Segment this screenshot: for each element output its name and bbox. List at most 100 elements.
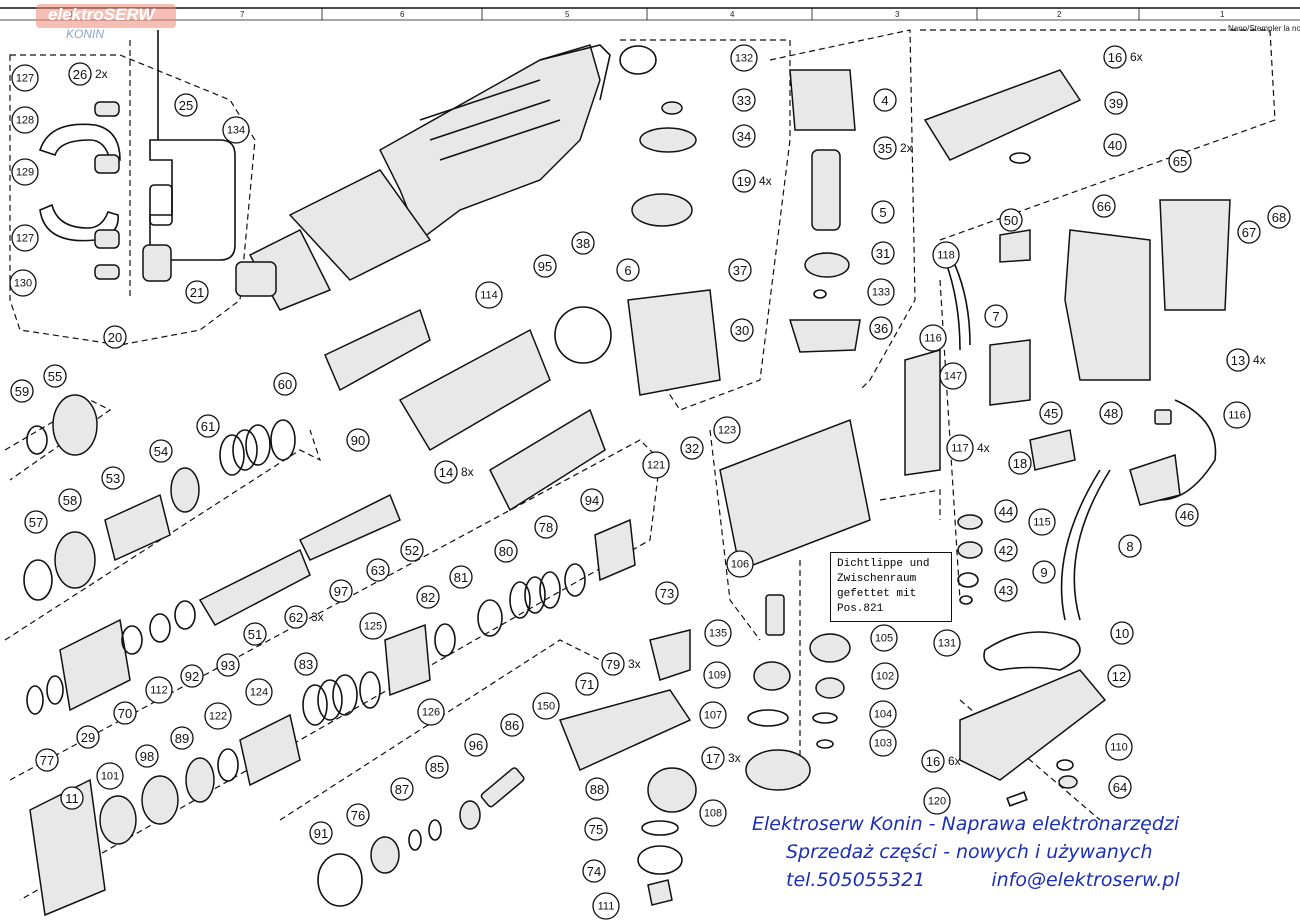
callout-number: 96 (469, 738, 483, 753)
callout-number: 57 (29, 515, 43, 530)
part-callout: 127 (11, 64, 39, 92)
callout-circle (1039, 401, 1063, 425)
callout-circle (103, 325, 127, 349)
callout-circle (869, 700, 897, 728)
callout-circle (939, 362, 967, 390)
part-callout: 89 (170, 726, 194, 750)
callout-circle (730, 318, 754, 342)
callout-circle (919, 324, 947, 352)
callout-number: 97 (334, 584, 348, 599)
callout-number: 90 (351, 433, 365, 448)
callout-circle (585, 777, 609, 801)
callout-number: 31 (876, 246, 890, 261)
part-callout: 122 (204, 702, 232, 730)
callout-number: 11 (65, 791, 79, 806)
callout-circle (101, 466, 125, 490)
callout-number: 10 (1115, 626, 1129, 641)
callout-number: 68 (1272, 210, 1286, 225)
part-callout: 65 (1168, 149, 1192, 173)
part-callout: 4 (873, 88, 897, 112)
callout-number: 91 (314, 826, 328, 841)
callout-circle (68, 62, 92, 86)
watermark-background (36, 4, 176, 28)
callout-circle (871, 241, 895, 265)
callout-number: 125 (364, 621, 382, 633)
ring-parts-lower-left (26, 518, 636, 917)
callout-number: 129 (16, 167, 34, 179)
callout-number: 105 (875, 633, 893, 645)
part-callout: 63 (366, 558, 390, 582)
part-callout: 114 (475, 281, 503, 309)
callout-circle (494, 539, 518, 563)
callout-number: 5 (879, 205, 886, 220)
callout-number: 63 (371, 563, 385, 578)
callout-circle (732, 88, 756, 112)
footer-email: info@elektroserw.pl (991, 869, 1180, 891)
callout-number: 61 (201, 419, 215, 434)
part-callout: 125 (359, 612, 387, 640)
callout-circle (728, 258, 752, 282)
callout-number: 40 (1108, 138, 1122, 153)
callout-circle (1103, 133, 1127, 157)
callout-circle (9, 269, 37, 297)
part-callout: 129 (11, 158, 39, 186)
part-callout: 116 (919, 324, 947, 352)
part-callout: 101 (96, 762, 124, 790)
callout-number: 126 (422, 707, 440, 719)
part-callout: 11 (60, 786, 84, 810)
callout-number: 44 (999, 504, 1013, 519)
header-tick-label: 7 (240, 10, 245, 19)
callout-quantity: 3x (311, 610, 324, 624)
callout-circle (534, 515, 558, 539)
callout-number: 16 (926, 754, 940, 769)
callout-circle (532, 692, 560, 720)
part-callout: 106 (726, 550, 754, 578)
part-callout: 96 (464, 733, 488, 757)
part-callout: 66 (1092, 194, 1116, 218)
part-callout: 39 (1104, 91, 1128, 115)
watermark-city: KONIN (66, 27, 105, 41)
part-callout: 86 (500, 713, 524, 737)
callout-number: 150 (537, 701, 555, 713)
part-callout: 54 (149, 439, 173, 463)
callout-circle (701, 746, 725, 770)
part-callout: 29 (76, 725, 100, 749)
callout-number: 51 (248, 627, 262, 642)
callout-circle (273, 372, 297, 396)
callout-number: 9 (1040, 565, 1047, 580)
part-callout: 51 (243, 622, 267, 646)
part-callout: 150 (532, 692, 560, 720)
callout-circle (870, 624, 898, 652)
callout-number: 19 (737, 174, 751, 189)
gearbox-and-motor (619, 45, 871, 791)
watermark-logo: elektroSERW (48, 5, 155, 24)
side-handle-assembly (38, 30, 236, 282)
callout-number: 45 (1044, 406, 1058, 421)
callout-circle (1110, 621, 1134, 645)
callout-circle (699, 701, 727, 729)
callout-circle (1226, 348, 1250, 372)
callout-number: 92 (185, 669, 199, 684)
callout-number: 104 (874, 709, 892, 721)
part-callout: 25 (174, 93, 198, 117)
header-tick-label: 4 (730, 10, 735, 19)
callout-number: 21 (190, 285, 204, 300)
part-callout: 78 (534, 515, 558, 539)
part-callout: 104 (869, 700, 897, 728)
callout-circle (994, 538, 1018, 562)
callout-circle (867, 278, 895, 306)
callout-number: 116 (1228, 410, 1246, 422)
part-callout: 74 (582, 859, 606, 883)
part-callout: 55 (43, 364, 67, 388)
part-callout: 109 (703, 661, 731, 689)
part-callout: 76 (346, 803, 370, 827)
callout-number: 33 (737, 93, 751, 108)
callout-circle (592, 892, 620, 920)
callout-circle (464, 733, 488, 757)
callout-number: 112 (150, 685, 168, 697)
callout-number: 93 (221, 658, 235, 673)
callout-circle (96, 762, 124, 790)
callout-number: 127 (16, 73, 34, 85)
callout-circle (1108, 775, 1132, 799)
